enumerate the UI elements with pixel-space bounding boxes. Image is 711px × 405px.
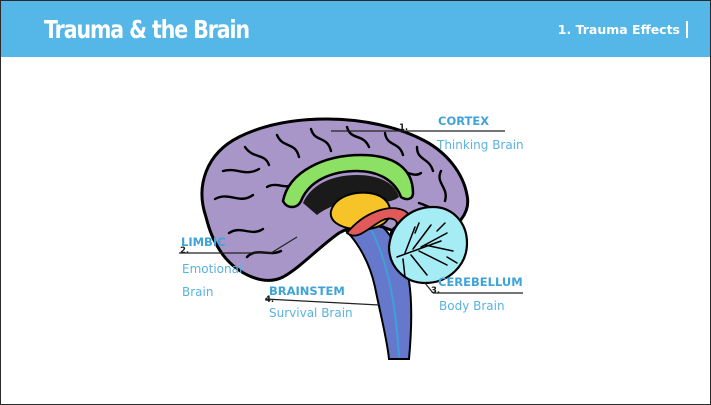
cerebellum-number: 3. — [431, 286, 440, 296]
cerebellum-label: CEREBELLUM — [438, 275, 523, 289]
brainstem-label: BRAINSTEM — [269, 284, 345, 298]
brainstem-number: 4. — [265, 295, 274, 305]
cortex-number: 1. — [399, 123, 408, 133]
cortex-label: CORTEX — [438, 114, 489, 128]
cortex-description: Thinking Brain — [437, 138, 524, 152]
brainstem-leader — [265, 299, 379, 305]
cerebellum-description: Body Brain — [439, 299, 505, 313]
limbic-description: Emotional — [182, 262, 242, 276]
limbic-description-line2: Brain — [182, 285, 213, 299]
limbic-number: 2. — [180, 246, 189, 256]
brainstem-description: Survival Brain — [269, 306, 353, 320]
